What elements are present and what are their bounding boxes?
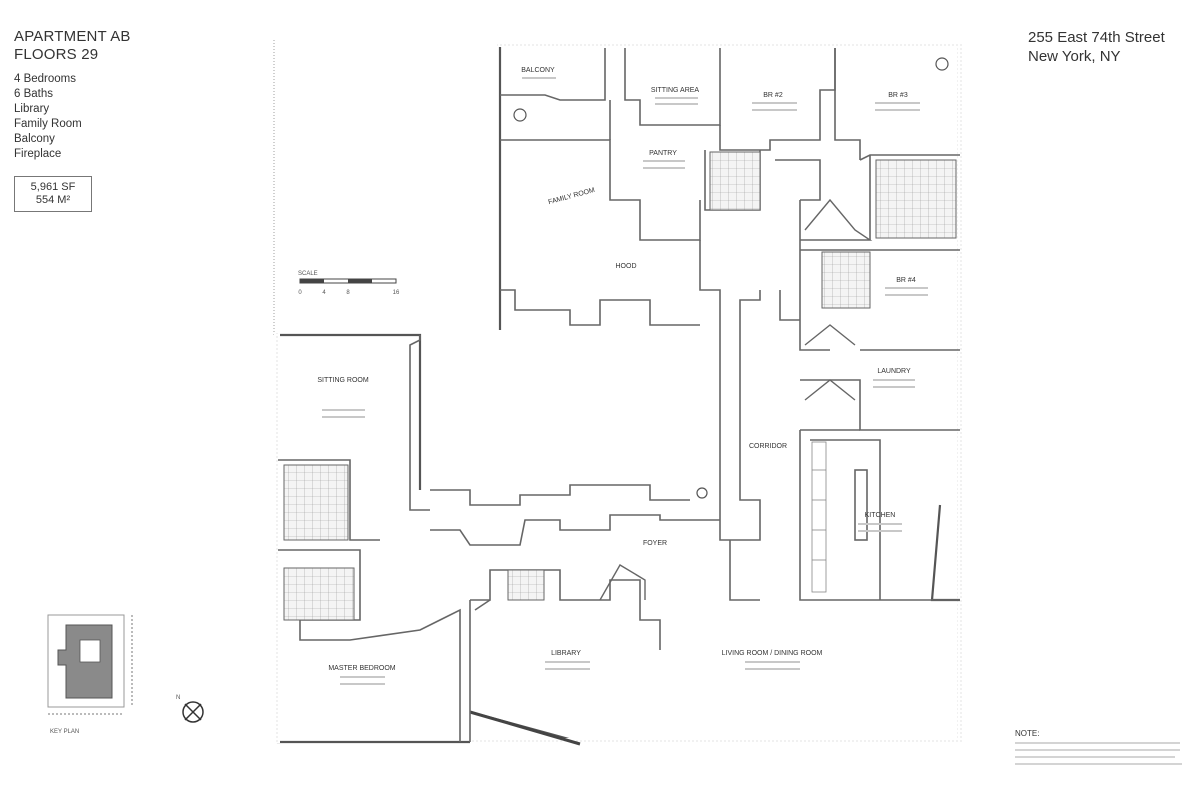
legend: NOTE: [1015, 729, 1182, 765]
label-br2: BR #2 [763, 92, 783, 99]
feature-item: Family Room [14, 118, 82, 130]
columns [513, 57, 949, 499]
scale-tick: 8 [346, 290, 350, 296]
area-m2: 554 M² [35, 194, 71, 206]
room-labels: BALCONY SITTING AREA BR #2 BR #3 PANTRY … [317, 67, 915, 672]
address-city: New York, NY [1028, 48, 1121, 65]
bay-details [599, 198, 873, 601]
interior-walls [500, 48, 960, 601]
label-balcony: BALCONY [521, 67, 555, 74]
key-plan: KEY PLAN [47, 614, 133, 735]
interior-walls-lower [278, 335, 720, 742]
scale-label: SCALE [298, 271, 318, 277]
address-street: 255 East 74th Street [1028, 29, 1165, 46]
feature-item: Fireplace [14, 148, 62, 160]
unit-info: APARTMENT AB FLOORS 29 4 Bedrooms 6 Bath… [14, 28, 131, 212]
label-pantry: PANTRY [649, 150, 677, 157]
label-foyer: FOYER [643, 540, 667, 547]
apartment-title: APARTMENT AB [14, 28, 131, 45]
kitchen-counter [811, 441, 827, 593]
address-block: 255 East 74th Street New York, NY [1028, 28, 1165, 66]
north-arrow-icon: N [176, 695, 204, 723]
area-box: 5,961 SF 554 M² [14, 176, 92, 212]
feature-item: 6 Baths [14, 88, 53, 100]
scale-bar: SCALE 0 4 8 16 [298, 271, 400, 296]
floors-label: FLOORS 29 [14, 46, 99, 63]
label-library: LIBRARY [551, 650, 581, 657]
features-list: 4 Bedrooms 6 Baths Library Family Room B… [14, 72, 131, 162]
label-laundry: LAUNDRY [877, 368, 911, 375]
label-family-room: FAMILY ROOM [548, 187, 596, 206]
label-living-dining: LIVING ROOM / DINING ROOM [722, 650, 823, 657]
label-sitting-room: SITTING ROOM [317, 377, 369, 384]
label-br3: BR #3 [888, 92, 908, 99]
dimension-marks [322, 77, 928, 685]
north-label: N [176, 695, 180, 701]
key-plan-label: KEY PLAN [50, 729, 79, 735]
feature-item: Library [14, 103, 50, 115]
label-hood: HOOD [616, 263, 637, 270]
label-master-bedroom: MASTER BEDROOM [328, 665, 395, 672]
scale-tick: 16 [393, 290, 400, 296]
label-sitting-area: SITTING AREA [651, 87, 700, 94]
feature-item: 4 Bedrooms [14, 73, 77, 85]
scale-tick: 4 [322, 290, 326, 296]
label-kitchen: KITCHEN [865, 512, 896, 519]
label-corridor: CORRIDOR [749, 443, 787, 450]
feature-item: Balcony [14, 133, 55, 145]
legend-title: NOTE: [1015, 729, 1039, 738]
scale-tick: 0 [298, 290, 302, 296]
bathrooms [283, 151, 957, 621]
label-br4: BR #4 [896, 277, 916, 284]
area-sf: 5,961 SF [30, 181, 76, 193]
